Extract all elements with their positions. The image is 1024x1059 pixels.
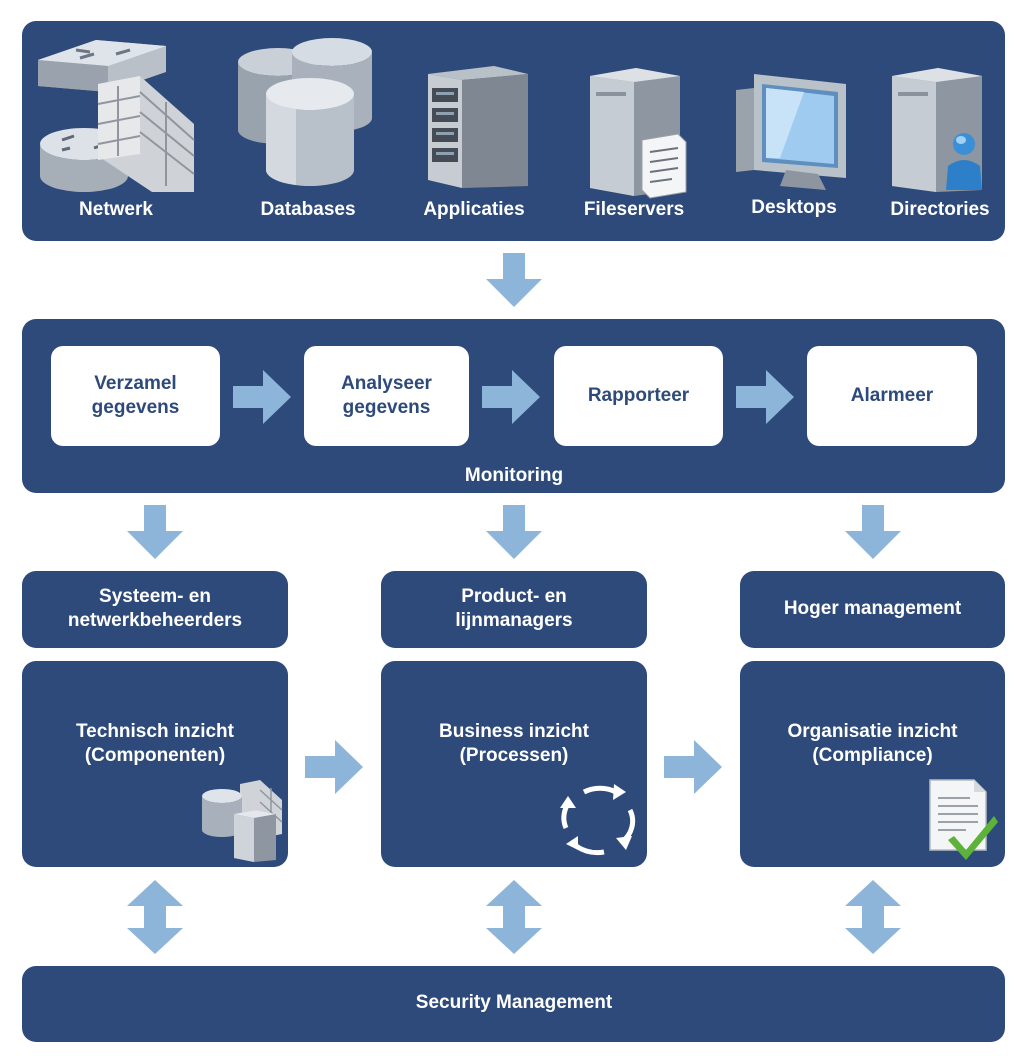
insight-business-line2: (Processen) [459, 745, 569, 766]
audience-product-line1: Product- en [461, 586, 567, 607]
double-arrow-business-security [486, 880, 542, 954]
arrow-right-step-3 [736, 370, 794, 424]
audience-label-system: Systeem- en netwerkbeheerders [22, 585, 288, 633]
directory-server-icon [892, 68, 982, 192]
source-label-fileservers: Fileservers [583, 199, 685, 220]
source-label-applicaties: Applicaties [423, 199, 525, 220]
network-firewall-icon [38, 40, 195, 192]
arrow-right-step-2 [482, 370, 540, 424]
database-icon [238, 38, 372, 186]
source-label-databases: Databases [260, 199, 356, 220]
step-verzamel-line1: Verzamel [94, 373, 177, 394]
audience-label-product: Product- en lijnmanagers [381, 585, 647, 633]
audience-system-line2: netwerkbeheerders [67, 610, 243, 631]
audience-panel-system [22, 571, 288, 648]
arrow-right-business-to-organisation [664, 740, 722, 794]
insight-technical-line1: Technisch inzicht [75, 721, 234, 742]
monitoring-title: Monitoring [464, 465, 564, 486]
insight-technical-line2: (Componenten) [84, 745, 226, 766]
audience-system-line1: Systeem- en [99, 586, 211, 607]
insight-label-business: Business inzicht (Processen) [381, 720, 647, 768]
security-management-title: Security Management [415, 992, 613, 1013]
insight-business-line1: Business inzicht [439, 721, 589, 742]
components-icon [202, 780, 283, 862]
step-alarmeer-label: Alarmeer [850, 385, 934, 406]
process-cycle-icon [560, 784, 636, 856]
arrow-right-technical-to-business [305, 740, 363, 794]
double-arrow-technical-security [127, 880, 183, 954]
step-analyseer-line1: Analyseer [341, 373, 432, 394]
audience-label-management: Hoger management [783, 598, 962, 619]
desktop-icon [736, 74, 846, 190]
source-label-netwerk: Netwerk [79, 199, 153, 220]
step-rapporteer: Rapporteer [554, 346, 723, 446]
arrow-down-to-business [486, 505, 542, 559]
fileserver-icon [590, 68, 687, 199]
arrow-right-step-1 [233, 370, 291, 424]
audience-panel-management [740, 571, 1005, 648]
step-verzamel-line2: gegevens [91, 397, 180, 418]
arrow-down-to-technical [127, 505, 183, 559]
insight-label-organisation: Organisatie inzicht (Compliance) [740, 720, 1005, 768]
security-management-panel [22, 966, 1005, 1042]
step-analyseer-gegevens: Analyseer gegevens [304, 346, 469, 446]
audience-product-line2: lijnmanagers [455, 610, 573, 631]
audience-panel-product [381, 571, 647, 648]
source-label-directories: Directories [890, 199, 990, 220]
compliance-document-icon [929, 779, 998, 860]
arrow-down-to-monitoring [486, 253, 542, 307]
server-rack-icon [428, 66, 528, 188]
step-verzamel-gegevens: Verzamel gegevens [51, 346, 220, 446]
insight-organisation-line2: (Compliance) [812, 745, 933, 766]
insight-panel-business [381, 661, 647, 867]
step-rapporteer-label: Rapporteer [587, 385, 690, 406]
source-label-desktops: Desktops [751, 197, 837, 218]
step-alarmeer: Alarmeer [807, 346, 977, 446]
insight-label-technical: Technisch inzicht (Componenten) [22, 720, 288, 768]
insight-organisation-line1: Organisatie inzicht [787, 721, 958, 742]
step-analyseer-line2: gegevens [342, 397, 431, 418]
double-arrow-organisation-security [845, 880, 901, 954]
arrow-down-to-organisation [845, 505, 901, 559]
